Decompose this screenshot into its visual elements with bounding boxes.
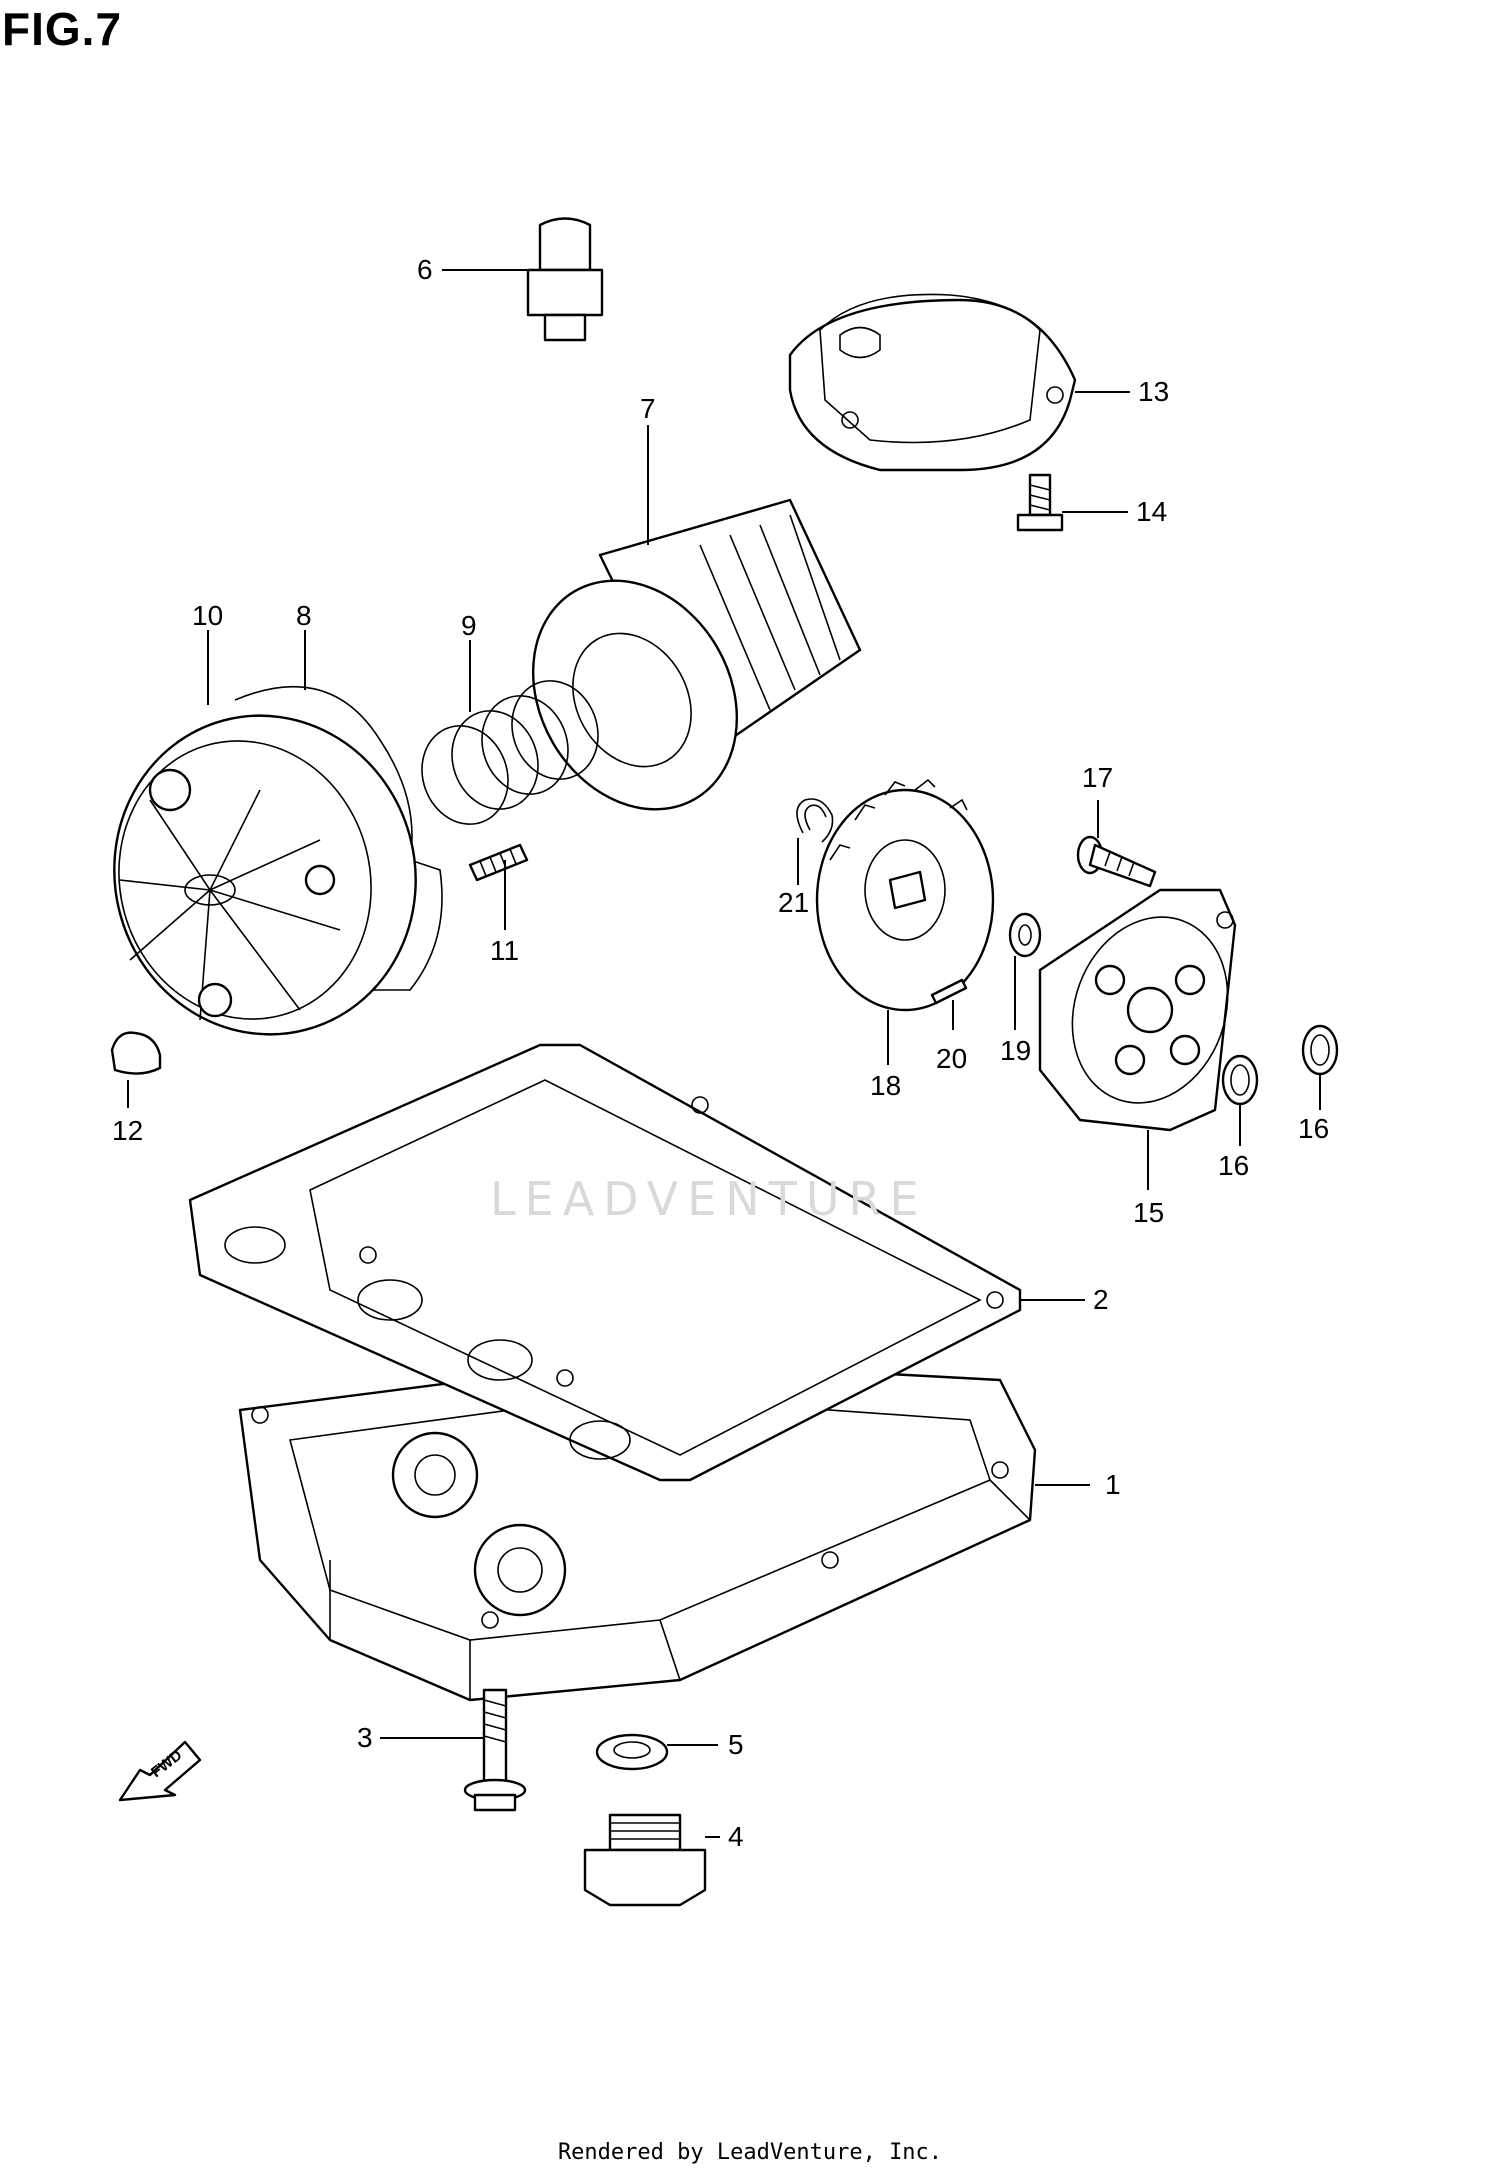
drain-plug [583,1813,707,1907]
callout-14: 14 [1136,496,1167,527]
callout-20: 20 [936,1043,967,1074]
callout-19: 19 [1000,1035,1031,1066]
callout-11: 11 [490,935,519,966]
callout-10: 10 [192,600,223,631]
pump-driven-gear [815,778,995,1012]
figure-title: FIG.7 [2,3,123,55]
callout-3: 3 [357,1722,373,1753]
callout-2: 2 [1093,1284,1109,1315]
callout-15: 15 [1133,1197,1164,1228]
cap-nut [110,1031,162,1075]
forward-direction-arrow: FWD [118,1740,202,1802]
cover-screw [1016,473,1064,532]
drain-plug-washer [595,1733,669,1771]
callout-21: 21 [778,887,809,918]
callout-6: 6 [417,254,433,285]
callout-13: 13 [1138,376,1169,407]
oil-pump [1038,888,1237,1132]
callout-17: 17 [1082,762,1113,793]
callout-7: 7 [640,393,656,424]
callout-9: 9 [461,610,477,641]
callout-1: 1 [1105,1469,1121,1500]
circlip [796,798,834,843]
callout-16-a: 16 [1218,1150,1249,1181]
oil-filter-cap [113,714,417,1036]
o-ring-16b [1301,1024,1339,1076]
callout-12: 12 [112,1115,143,1146]
footer-credit: Rendered by LeadVenture, Inc. [557,2140,943,2165]
o-ring-16a [1221,1054,1259,1106]
filter-spring [421,680,599,825]
callout-4: 4 [728,1821,744,1852]
thrust-washer [1008,912,1042,958]
oil-pan-gasket [188,1043,1022,1482]
callout-18: 18 [870,1070,901,1101]
oil-pressure-switch [526,217,604,342]
pump-screw [1076,835,1157,888]
gear-pin [930,978,968,1005]
oil-pump-cover [788,293,1077,472]
callout-8: 8 [296,600,312,631]
callout-16-b: 16 [1298,1113,1329,1144]
oil-pan-bolt [463,1688,527,1812]
oil-filter [531,498,862,811]
callout-5: 5 [728,1729,744,1760]
dowel-pin [468,843,529,882]
callout-leaders [127,269,1321,1838]
watermark: LEADVENTURE [490,1172,928,1226]
